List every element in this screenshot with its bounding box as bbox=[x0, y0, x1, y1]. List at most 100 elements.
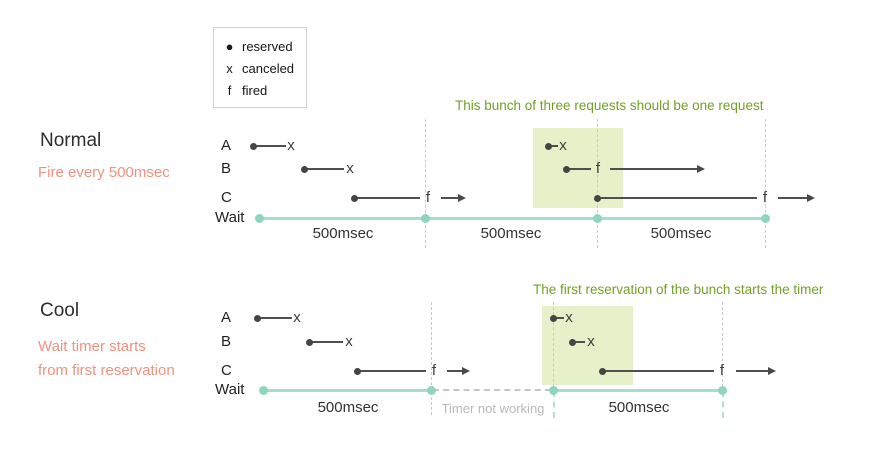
dashed-divider bbox=[425, 119, 426, 248]
arrow-line bbox=[447, 370, 464, 372]
reserved-dot bbox=[250, 143, 257, 150]
canceled-mark: x bbox=[565, 309, 573, 327]
row-label: Wait bbox=[215, 209, 245, 226]
timer-idle-line bbox=[433, 389, 551, 391]
segment-label: 500msec bbox=[480, 225, 542, 242]
reserved-dot bbox=[563, 166, 570, 173]
arrow-head bbox=[697, 165, 705, 173]
segment-label: 500msec bbox=[317, 399, 379, 416]
arrow-head bbox=[462, 367, 470, 375]
row-label: B bbox=[221, 160, 232, 177]
row-label: C bbox=[221, 189, 232, 206]
event-line bbox=[597, 197, 757, 199]
reserved-dot bbox=[594, 195, 601, 202]
arrow-line bbox=[778, 197, 809, 199]
fired-f-icon: f bbox=[227, 82, 232, 98]
canceled-mark: x bbox=[559, 137, 567, 155]
event-line bbox=[553, 317, 564, 319]
arrow-line bbox=[736, 370, 770, 372]
row-label: B bbox=[221, 333, 232, 350]
canceled-mark: x bbox=[346, 160, 354, 178]
legend: ● reserved x canceled f fired bbox=[213, 27, 307, 108]
arrow-line bbox=[610, 168, 699, 170]
canceled-mark: x bbox=[287, 137, 295, 155]
reserved-dot bbox=[301, 166, 308, 173]
reserved-dot bbox=[306, 339, 313, 346]
wait-dot bbox=[421, 214, 430, 223]
annotation-normal: This bunch of three requests should be o… bbox=[455, 98, 764, 113]
section-title-normal: Normal bbox=[40, 130, 102, 151]
segment-label: 500msec bbox=[312, 225, 374, 242]
row-label: C bbox=[221, 362, 232, 379]
legend-item-fired: f fired bbox=[224, 79, 296, 101]
event-line bbox=[572, 341, 585, 343]
canceled-mark: x bbox=[293, 309, 301, 327]
reserved-dot bbox=[351, 195, 358, 202]
wait-dot bbox=[427, 386, 436, 395]
event-line bbox=[357, 370, 426, 372]
arrow-line bbox=[441, 197, 460, 199]
annotation-cool: The first reservation of the bunch start… bbox=[533, 282, 824, 297]
reserved-dot bbox=[569, 339, 576, 346]
dashed-divider bbox=[431, 302, 432, 415]
wait-dot bbox=[718, 386, 727, 395]
wait-timer-line bbox=[553, 389, 722, 392]
legend-item-canceled: x canceled bbox=[224, 57, 296, 79]
section-subtitle-cool: Wait timer starts from first reservation bbox=[38, 335, 175, 383]
fired-mark: f bbox=[425, 189, 431, 207]
segment-label: 500msec bbox=[608, 399, 670, 416]
row-label: Wait bbox=[215, 381, 245, 398]
wait-dot bbox=[259, 386, 268, 395]
legend-item-reserved: ● reserved bbox=[224, 35, 296, 57]
event-line bbox=[548, 145, 558, 147]
canceled-mark: x bbox=[587, 333, 595, 351]
row-label: A bbox=[221, 309, 232, 326]
wait-dot bbox=[549, 386, 558, 395]
event-line bbox=[309, 341, 343, 343]
legend-label-reserved: reserved bbox=[242, 38, 293, 54]
fired-mark: f bbox=[762, 189, 768, 207]
event-line bbox=[602, 370, 714, 372]
canceled-mark: x bbox=[345, 333, 353, 351]
event-line bbox=[354, 197, 420, 199]
event-line bbox=[566, 168, 591, 170]
fired-mark: f bbox=[719, 362, 725, 380]
wait-timer-line bbox=[263, 389, 431, 392]
section-subtitle-normal: Fire every 500msec bbox=[38, 163, 170, 183]
section-title-cool: Cool bbox=[40, 300, 80, 321]
subtitle-line: from first reservation bbox=[38, 362, 175, 379]
legend-label-canceled: canceled bbox=[242, 60, 295, 76]
arrow-head bbox=[458, 194, 466, 202]
legend-label-fired: fired bbox=[242, 82, 268, 98]
fired-mark: f bbox=[431, 362, 437, 380]
reserved-dot bbox=[599, 368, 606, 375]
wait-timer-line bbox=[259, 217, 765, 220]
reserved-dot bbox=[550, 315, 557, 322]
wait-dot bbox=[255, 214, 264, 223]
dashed-divider bbox=[722, 302, 723, 387]
reserved-dot bbox=[354, 368, 361, 375]
dashed-divider bbox=[597, 119, 598, 248]
subtitle-line: Wait timer starts bbox=[38, 338, 146, 355]
idle-label: Timer not working bbox=[441, 401, 545, 416]
event-line bbox=[257, 317, 292, 319]
row-label: A bbox=[221, 137, 232, 154]
subtitle-line: Fire every 500msec bbox=[38, 164, 170, 181]
dashed-divider bbox=[553, 391, 555, 418]
canceled-x-icon: x bbox=[226, 60, 233, 76]
dashed-divider bbox=[765, 119, 766, 248]
event-line bbox=[304, 168, 344, 170]
segment-label: 500msec bbox=[650, 225, 712, 242]
wait-dot bbox=[593, 214, 602, 223]
event-line bbox=[253, 145, 286, 147]
reserved-dot bbox=[545, 143, 552, 150]
fired-mark: f bbox=[595, 160, 601, 178]
arrow-head bbox=[768, 367, 776, 375]
dashed-divider bbox=[722, 391, 724, 418]
arrow-head bbox=[807, 194, 815, 202]
dashed-divider bbox=[553, 302, 554, 387]
reserved-dot-icon: ● bbox=[225, 38, 234, 54]
